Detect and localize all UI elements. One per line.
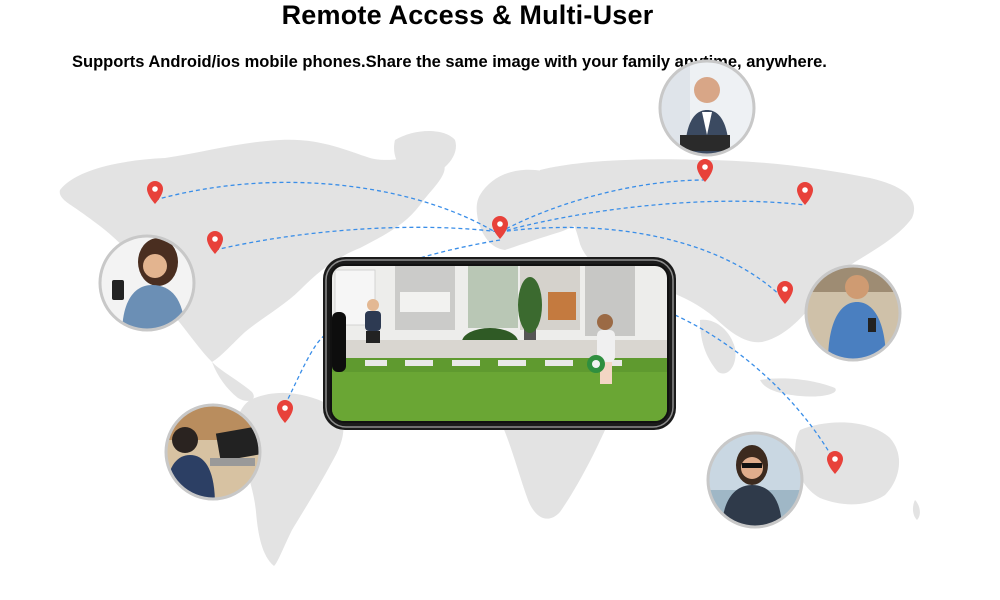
continent-greenland [394, 131, 456, 179]
map-pin-icon [827, 451, 843, 474]
link-line [499, 226, 786, 301]
map-pins [147, 159, 843, 474]
user-avatar-top [658, 59, 756, 157]
continent-south-america [236, 392, 344, 566]
phone-notch [332, 312, 346, 372]
continent-new-zealand [912, 500, 920, 520]
map-pin-icon [492, 216, 508, 239]
map-pin-icon [697, 159, 713, 182]
map-pin-icon [797, 182, 813, 205]
user-avatar-bottom-right [706, 431, 804, 529]
smartphone [323, 257, 676, 430]
map-pin-icon [147, 181, 163, 204]
link-line [284, 334, 326, 406]
page-title: Remote Access & Multi-User [281, 0, 654, 30]
link-line [499, 179, 706, 233]
link-line [154, 181, 501, 236]
user-avatar-left [98, 234, 196, 332]
map-pin-icon [277, 400, 293, 423]
connection-lines [154, 179, 836, 463]
link-line [214, 226, 501, 251]
continent-australia [795, 422, 900, 505]
map-pin-icon [207, 231, 223, 254]
map-pin-icon [777, 281, 793, 304]
continent-central-america [212, 362, 254, 401]
camera-live-view [332, 266, 667, 421]
continent-indonesia [760, 378, 836, 397]
continent-asia [539, 159, 915, 343]
link-line [419, 239, 501, 259]
page-subtitle: Supports Android/ios mobile phones.Share… [72, 53, 827, 71]
